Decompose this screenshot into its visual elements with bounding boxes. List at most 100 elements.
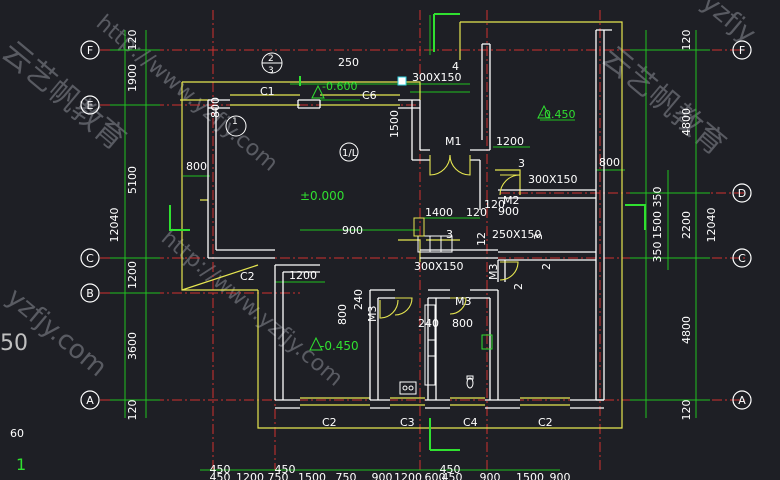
outline-yellow [180, 21, 623, 429]
dim-bottom-11: 900 [550, 471, 571, 480]
dim-240-a: 240 [352, 289, 365, 310]
section-mark-den: 3 [268, 66, 274, 76]
axis-bubble-label: B [86, 287, 94, 300]
dim-300x150-mid: 300X150 [528, 173, 578, 186]
watermark-layer: http://www.yzfjy.com 云艺帆教育 yzfjy.com 云艺帆… [0, 0, 761, 392]
dim-right-3: 4800 [680, 316, 693, 344]
dim-right-0: 120 [680, 30, 693, 51]
stove-icon [399, 381, 417, 395]
dim-bottom-1: 1200 [236, 471, 264, 480]
dim-bottom-8: 450 [442, 471, 463, 480]
elevation-top: -0.600 [322, 80, 357, 93]
floor-drain-icon [481, 334, 493, 350]
dim-800-a: 800 [186, 160, 207, 173]
dim-left-3: 1200 [126, 261, 139, 289]
left-cut-num: 1 [232, 117, 238, 127]
dim-1200-a: 1200 [496, 135, 524, 148]
cyan-markers [225, 52, 551, 351]
plan-labels: C1 C6 C2 C2 C3 C4 C2 M1 M2 M3 M3 M3 -0.6… [0, 54, 620, 474]
dim-2-c: 2 [540, 263, 553, 270]
dim-bottom-9: 900 [480, 471, 501, 480]
watermark-brand-2: 云艺帆教育 [595, 39, 732, 162]
dim-right-4: 120 [680, 400, 693, 421]
dim-4: 4 [452, 60, 459, 73]
dim-bottom-2: 750 [268, 471, 289, 480]
axis-bubble-right-a-3: A [732, 390, 752, 410]
dim-800-c: 800 [209, 97, 222, 118]
dim-800-e: 800 [452, 317, 473, 330]
dim-3-c: 3 [532, 233, 545, 240]
dim-300x150-top: 300X150 [412, 71, 462, 84]
window-label-c3: C3 [400, 416, 415, 429]
section-mark-num: 2 [268, 54, 274, 64]
axis-bubble-left-f-0: F [80, 40, 100, 60]
dim-bottom-10: 1500 [516, 471, 544, 480]
dim-bottom-top-0: 450 [210, 463, 231, 476]
fixtures [399, 304, 493, 395]
dim-bottom-4: 750 [336, 471, 357, 480]
dim-120-b: 120 [484, 198, 505, 211]
dim-1500: 1500 [388, 110, 401, 138]
elevation-right: -0.450 [540, 108, 575, 121]
dim-800-b: 800 [599, 156, 620, 169]
dimension-text: 1201900510012003600120120401204800220048… [108, 30, 718, 480]
door-label-m3-b: M3 [455, 295, 472, 308]
left-edge-a: 50 [0, 331, 28, 356]
dim-12: 12 [475, 232, 488, 246]
axis-bubble-right-c-2: C [732, 248, 752, 268]
door-label-m3-c: M3 [366, 306, 379, 323]
axis-bubble-right-d-1: D [732, 183, 752, 203]
axis-bubble-left-b-3: B [80, 283, 100, 303]
dimension-lines [110, 15, 710, 471]
watermark-url-3: yzfjy [696, 0, 762, 49]
axis-bubble-label: D [738, 187, 746, 200]
dim-left-1: 1900 [126, 64, 139, 92]
dim-900-b: 900 [498, 205, 519, 218]
axis-bubble-left-e-1: E [80, 95, 100, 115]
axis-bubble-label: C [86, 252, 94, 265]
toilet-icon [466, 377, 474, 389]
dim-left-4: 3600 [126, 332, 139, 360]
dim-1400: 1400 [425, 206, 453, 219]
dim-right-1: 4800 [680, 108, 693, 136]
dim-right-inner-1: 1500 [651, 211, 664, 239]
dim-left-total: 12040 [108, 208, 121, 243]
dim-left-0: 120 [126, 30, 139, 51]
stair-mark: 1/L [342, 148, 358, 159]
dim-2-a: 2 [512, 283, 525, 290]
dim-right-2: 2200 [680, 211, 693, 239]
dim-right-total: 12040 [705, 208, 718, 243]
dim-240-b: 240 [418, 317, 439, 330]
door-label-m1: M1 [445, 135, 462, 148]
dim-1200-b: 1200 [289, 269, 317, 282]
window-label-c2-left: C2 [240, 270, 255, 283]
section-markers [169, 13, 646, 451]
dim-120-a: 120 [466, 206, 487, 219]
dim-right-inner-2: 350 [651, 242, 664, 263]
axis-bubble-left-a-4: A [80, 390, 100, 410]
dim-bottom-6: 1200 [394, 471, 422, 480]
watermark-brand-1: 云艺帆教育 [0, 34, 132, 157]
steps [413, 217, 453, 253]
dim-3-b: 3 [518, 157, 525, 170]
dim-250x150: 250X150 [492, 228, 542, 241]
window-label-c1: C1 [260, 85, 275, 98]
axis-bubble-left-c-2: C [80, 248, 100, 268]
left-edge-c: 1 [16, 455, 26, 474]
dim-300x150-bot: 300X150 [414, 260, 464, 273]
kitchen-counter [424, 304, 436, 386]
dim-3-a: 3 [446, 228, 453, 241]
axis-bubble-label: F [87, 44, 93, 57]
window-label-c4: C4 [463, 416, 478, 429]
sink-icon [427, 339, 437, 357]
dim-250: 250 [338, 56, 359, 69]
left-edge-b: 60 [10, 427, 24, 440]
axis-bubble-label: C [738, 252, 746, 265]
dim-bottom-7: 600 [425, 471, 446, 480]
doors [379, 154, 521, 319]
watermark-url-1: http://www.yzfjy.com [91, 10, 282, 176]
axis-bubble-label: A [86, 394, 94, 407]
door-label-m3-a: M3 [487, 264, 500, 281]
axis-bubble-label: A [738, 394, 746, 407]
